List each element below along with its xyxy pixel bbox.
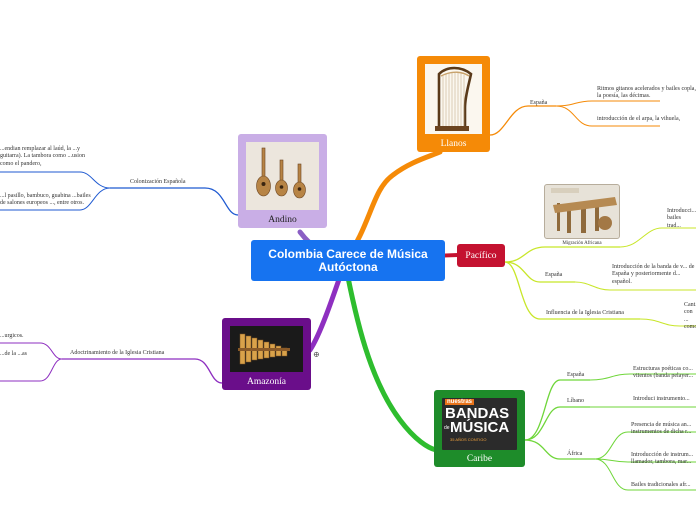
connector-andino-leaf-2	[0, 187, 111, 211]
region-llanos-label: Llanos	[440, 139, 467, 149]
connector-caribe-espana	[524, 379, 590, 441]
connector-pacifico-iglesia	[504, 261, 640, 320]
connector-amazonia-leaf-1	[0, 342, 63, 360]
pan-flute-icon	[238, 333, 290, 365]
region-andino-label: Andino	[268, 215, 297, 225]
connector-llanos-espana	[489, 105, 556, 136]
marimba-icon	[551, 188, 617, 233]
andino-leaf-1[interactable]: ...endian remplazar al laúd, la ...y gui…	[0, 146, 85, 167]
region-caribe[interactable]: nuestras BANDAS de MÚSICA 35 AÑOS CONTIG…	[434, 390, 525, 467]
connector-llanos-leaf-1	[555, 100, 660, 107]
migracion-africana-caption: Migración Africana	[562, 241, 602, 246]
link-icon[interactable]: ⊕	[313, 350, 320, 359]
migracion-africana-image	[544, 184, 620, 239]
central-topic[interactable]: Colombia Carece de Música Autóctona	[251, 240, 445, 281]
llanos-branch-espana[interactable]: España	[530, 100, 548, 106]
connector-pacifico-leaf-3	[639, 318, 696, 327]
caribe-branch-libano[interactable]: Líbano	[567, 398, 584, 404]
amazonia-leaf-2[interactable]: ...de la ...as	[0, 351, 27, 357]
region-pacifico[interactable]: Pacífico	[457, 244, 505, 267]
region-amazonia-label: Amazonía	[246, 377, 287, 387]
central-topic-title: Colombia Carece de Música Autóctona	[268, 246, 428, 274]
region-llanos[interactable]: Llanos	[417, 56, 490, 152]
connector-llanos-leaf-2	[555, 105, 660, 127]
logo-de: de	[444, 425, 450, 431]
connector-llanos	[342, 149, 443, 265]
andean-guitars-image	[246, 142, 319, 210]
region-caribe-label: Caribe	[466, 454, 493, 464]
amazonia-branch-adoctrinamiento[interactable]: Adoctrinamiento de la Iglesia Cristiana	[70, 350, 165, 356]
connector-caribe-africa-leaf-1	[594, 431, 696, 460]
connector-caribe	[342, 259, 439, 453]
caribe-africa-leaf-3[interactable]: Bailes tradicionales afr...	[631, 482, 691, 488]
caribe-libano-leaf[interactable]: Introduci instrumento...	[633, 396, 690, 402]
guitar-icon	[256, 147, 306, 199]
caribe-espana-leaf[interactable]: Estructuras poéticas co... viientos (ban…	[633, 366, 694, 380]
harp-icon	[435, 66, 473, 131]
connector-caribe-africa-leaf-2	[594, 458, 696, 463]
pacifico-leaf-1[interactable]: Introducci... bailes trad...	[667, 208, 696, 229]
pacifico-branch-iglesia[interactable]: Influencia de la Iglesia Cristiana	[546, 310, 624, 316]
caribe-branch-africa[interactable]: África	[567, 451, 583, 457]
andino-leaf-2[interactable]: ...l pasillo, bambuco, guabina ...bailes…	[0, 193, 91, 207]
pacifico-leaf-2[interactable]: Introducción de la banda de v... de Espa…	[612, 264, 695, 285]
region-andino[interactable]: Andino	[238, 134, 327, 228]
pacifico-branch-espana[interactable]: España	[545, 272, 563, 278]
connector-amazonia-leaf-2	[0, 358, 63, 382]
bandas-musica-logo: nuestras BANDAS de MÚSICA 35 AÑOS CONTIG…	[442, 398, 517, 450]
caribe-branch-espana[interactable]: España	[567, 372, 585, 378]
logo-top: nuestras	[445, 399, 475, 405]
pan-flute-image	[230, 326, 303, 372]
connector-pacifico-migracion	[504, 246, 620, 263]
region-amazonia[interactable]: Amazonía	[222, 318, 311, 390]
connector-andino-colonizacion	[110, 187, 239, 216]
connector-caribe-espana-leaf	[589, 373, 696, 381]
andino-branch-colonizacion[interactable]: Colonización Española	[130, 179, 186, 185]
caribe-africa-leaf-2[interactable]: Introducción de instrum... llamador, tam…	[631, 452, 694, 466]
connector-caribe-africa-leaf-3	[594, 458, 696, 491]
harp-image	[425, 64, 482, 134]
logo-tagline: 35 AÑOS CONTIGO	[450, 437, 487, 442]
connector-caribe-africa	[524, 439, 595, 460]
logo-main-1: BANDAS	[445, 405, 510, 422]
connector-amazonia-adoctrinamiento	[62, 358, 223, 384]
connector-pacifico-leaf-2	[574, 281, 696, 291]
region-pacifico-label: Pacífico	[465, 251, 497, 261]
logo-main-2: MÚSICA	[450, 419, 510, 436]
llanos-leaf-1[interactable]: Ritmos gitanos acelerados y bailes copla…	[597, 86, 696, 100]
amazonia-leaf-1[interactable]: ...urgicos.	[0, 333, 24, 339]
connector-andino-leaf-1	[0, 171, 111, 189]
pacifico-leaf-3[interactable]: Cant... con ... como...	[684, 302, 696, 331]
connector-pacifico-leaf-1	[619, 227, 696, 248]
llanos-leaf-2[interactable]: introducción de el arpa, la vihuela,	[597, 116, 681, 122]
caribe-africa-leaf-1[interactable]: Presencia de música an... instrumentos d…	[631, 422, 692, 436]
connector-pacifico-espana	[504, 261, 575, 283]
connector-caribe-libano	[524, 406, 590, 441]
